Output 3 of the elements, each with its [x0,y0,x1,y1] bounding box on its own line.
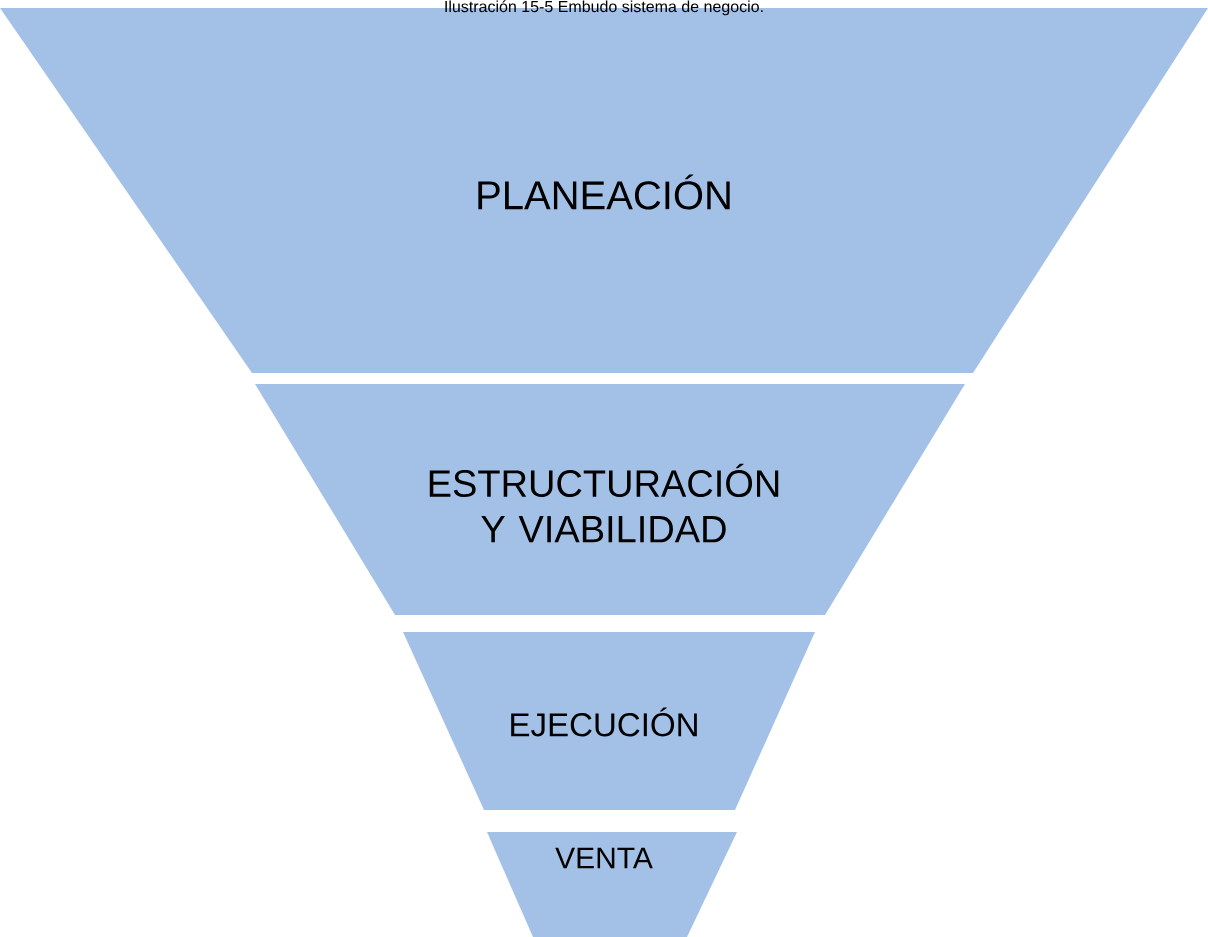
funnel-segment: ESTRUCTURACIÓN Y VIABILIDAD [255,384,965,615]
funnel-segment: VENTA [487,832,737,937]
funnel-segment: EJECUCIÓN [403,632,815,810]
